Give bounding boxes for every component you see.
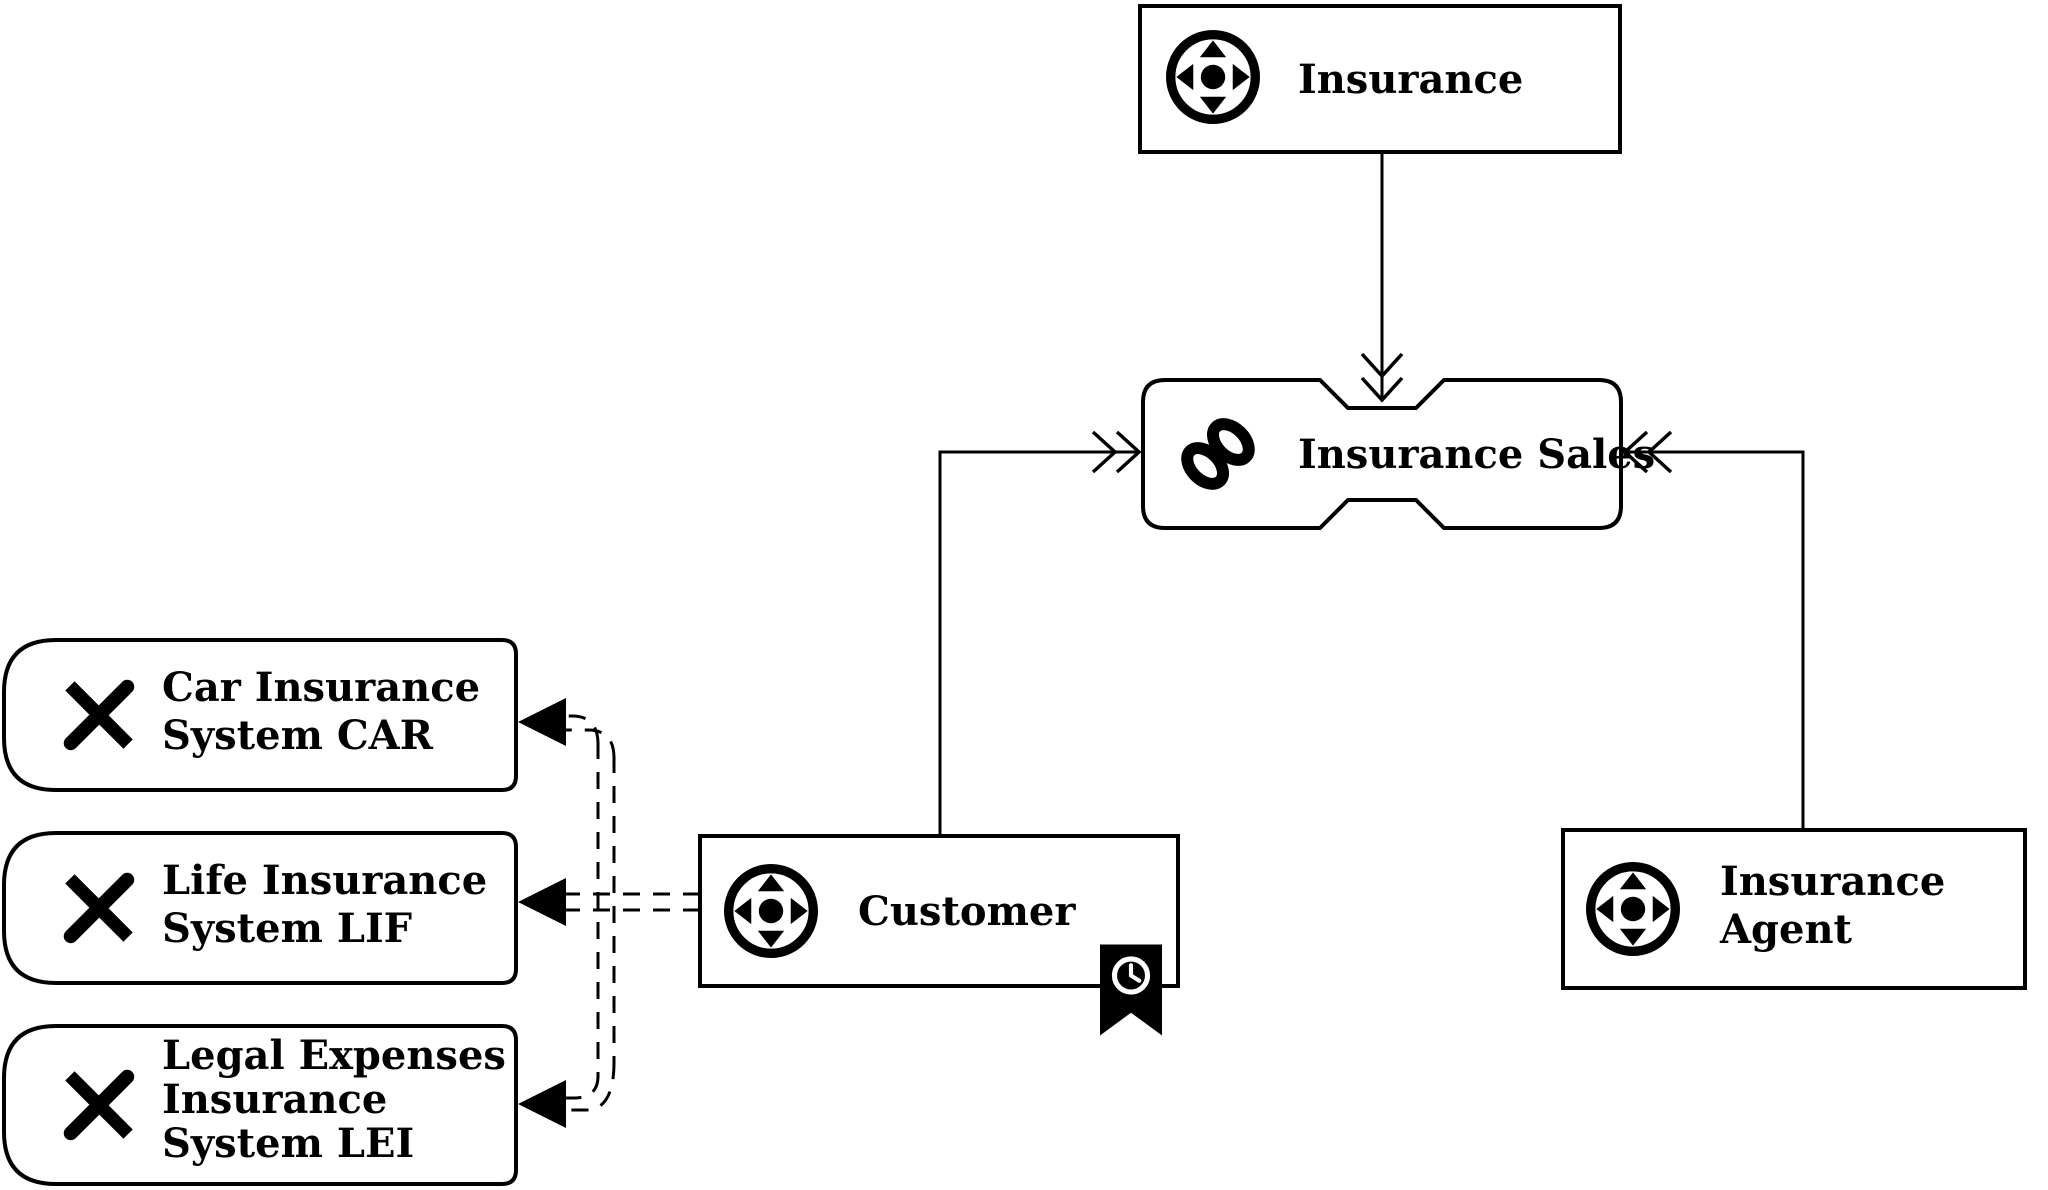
node-customer: Customer <box>698 834 1180 1036</box>
move-icon <box>1591 867 1676 952</box>
node-insurance-sales: Insurance Sales <box>1141 378 1655 530</box>
insurance-sales-label: Insurance Sales <box>1298 431 1655 478</box>
insurance-label: Insurance <box>1298 56 1523 103</box>
legal-system-label-line1: Legal Expenses <box>162 1032 506 1079</box>
move-icon <box>1171 35 1256 120</box>
legal-system-label-line2: Insurance <box>162 1076 387 1123</box>
edge-insurance-to-insurance-sales <box>1360 152 1404 403</box>
life-system-label-line1: Life Insurance <box>162 857 487 904</box>
node-car-insurance-system: Car Insurance System CAR <box>2 638 518 792</box>
insurance-agent-label-line2: Agent <box>1719 906 1853 953</box>
edge-customer-to-insurance-sales <box>938 430 1142 836</box>
history-clock-icon <box>1100 945 1162 1036</box>
arrowhead-car-system <box>518 698 566 746</box>
customer-label: Customer <box>858 888 1076 935</box>
move-icon <box>729 869 814 954</box>
node-insurance-agent: Insurance Agent <box>1561 828 2027 990</box>
car-system-label-line2: System CAR <box>162 712 434 759</box>
node-insurance: Insurance <box>1138 4 1622 154</box>
car-system-label-line1: Car Insurance <box>162 664 480 711</box>
edge-customer-to-systems-bundle <box>518 698 700 1128</box>
node-life-insurance-system: Life Insurance System LIF <box>2 831 518 985</box>
insurance-agent-label-line1: Insurance <box>1720 858 1945 905</box>
legal-system-label-line3: System LEI <box>162 1120 414 1167</box>
arrowhead-life-system <box>518 878 566 926</box>
arrowhead-legal-system <box>518 1080 566 1128</box>
life-system-label-line2: System LIF <box>162 905 412 952</box>
node-legal-expenses-insurance-system: Legal Expenses Insurance System LEI <box>2 1024 518 1186</box>
edge-insurance-agent-to-insurance-sales <box>1622 430 1805 830</box>
